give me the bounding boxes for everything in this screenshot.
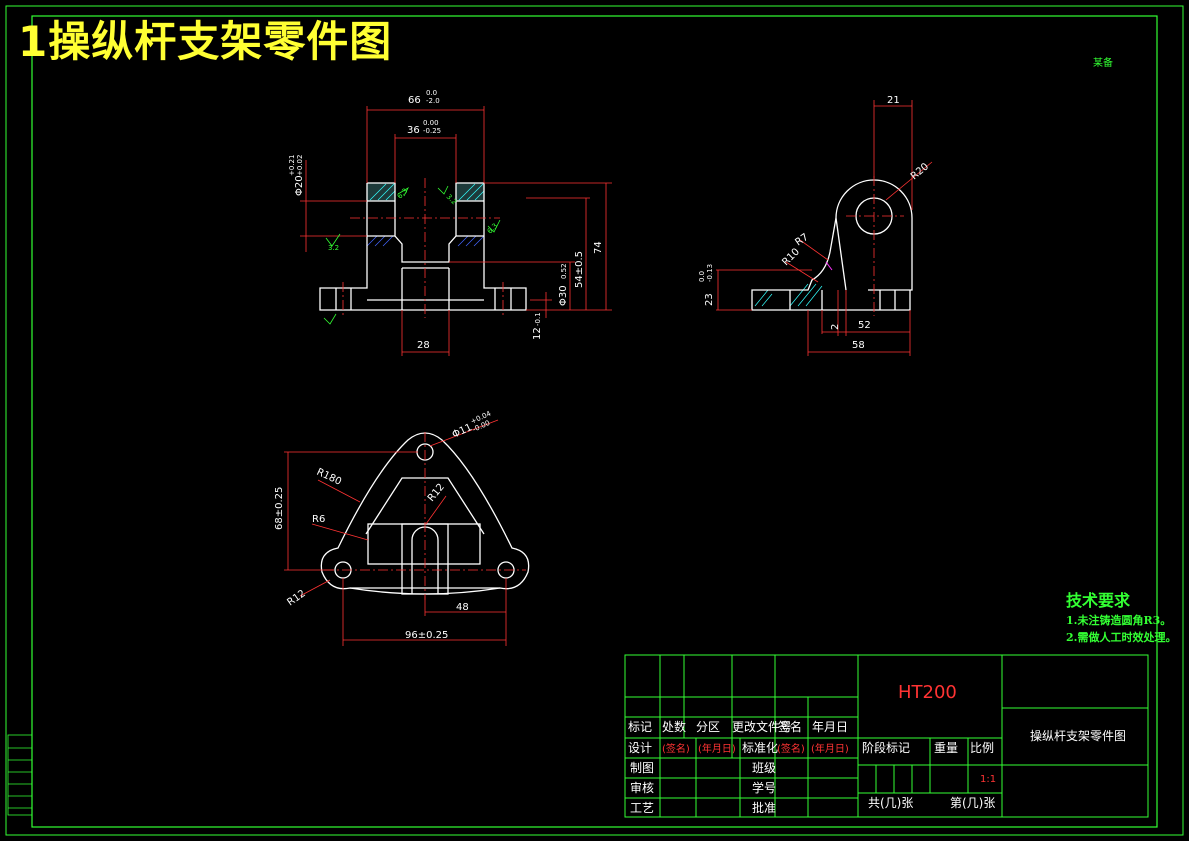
roughness-label: 3.2 xyxy=(328,244,339,252)
tb-sheet-no: 第(几)张 xyxy=(950,796,995,810)
dim-tol: -0.25 xyxy=(423,127,441,135)
dim-tol: +0.02 xyxy=(296,155,304,176)
dim-width-66: 66 xyxy=(408,95,421,106)
tb-design: (年月日) xyxy=(811,742,849,755)
tb-header: 更改文件号 xyxy=(732,719,792,734)
dim-r180: R180 xyxy=(315,467,343,488)
tech-requirement-item: 2.需做人工时效处理。 xyxy=(1066,631,1177,644)
tb-stage: 阶段标记 xyxy=(862,740,910,755)
tb-header: 签名 xyxy=(778,719,802,734)
dim-2: 2 xyxy=(830,324,841,330)
dim-dia-20: Φ20 xyxy=(294,175,305,196)
tech-requirement-item: 1.未注铸造圆角R3。 xyxy=(1066,614,1172,627)
tb-left: 审核 xyxy=(630,780,654,795)
dim-r6: R6 xyxy=(312,514,325,525)
tech-requirements: 技术要求 1.未注铸造圆角R3。 2.需做人工时效处理。 xyxy=(1066,590,1176,646)
dim-r10: R10 xyxy=(780,246,802,268)
tb-design: (年月日) xyxy=(698,742,736,755)
tb-scale: 1:1 xyxy=(980,774,996,785)
inner-frame xyxy=(31,15,1158,828)
dim-tol: -0.13 xyxy=(706,264,714,282)
dim-tol: -2.0 xyxy=(426,97,440,105)
outer-frame xyxy=(5,5,1184,836)
dim-21: 21 xyxy=(887,95,900,106)
dim-54: 54±0.5 xyxy=(574,251,585,288)
front-hatch xyxy=(366,183,485,247)
title-block xyxy=(624,654,1149,818)
dim-r12: R12 xyxy=(426,482,447,504)
dim-tol: -0.1 xyxy=(534,312,542,326)
dim-tol: 0.0 xyxy=(698,271,706,282)
tb-design: (签名) xyxy=(777,742,805,755)
tb-sheet-total: 共(几)张 xyxy=(868,796,913,810)
dim-23: 23 xyxy=(704,293,715,306)
dim-tol: +0.21 xyxy=(288,155,296,176)
dim-r12-corner: R12 xyxy=(285,588,307,608)
dim-tol: 0.00 xyxy=(423,119,439,127)
tb-stage: 比例 xyxy=(970,741,994,755)
dim-tol: 0.0 xyxy=(426,89,437,97)
margin-strip xyxy=(7,734,33,816)
tb-left: 工艺 xyxy=(630,801,654,815)
dim-68: 68±0.25 xyxy=(274,487,285,530)
dim-52: 52 xyxy=(858,320,871,331)
dim-28: 28 xyxy=(417,340,430,351)
tb-header: 年月日 xyxy=(812,720,848,734)
tb-design: 设计 xyxy=(628,741,652,755)
dim-tol: 0.52 xyxy=(560,263,568,279)
page-title: 1操纵杆支架零件图 xyxy=(18,17,393,66)
tb-mid: 批准 xyxy=(752,800,776,815)
dim-58: 58 xyxy=(852,340,865,351)
tb-stage: 重量 xyxy=(934,741,958,755)
dim-12: 12 xyxy=(532,327,543,340)
dim-96: 96±0.25 xyxy=(405,630,448,641)
roughness-label: 6.3 xyxy=(486,222,500,236)
tb-mid: 班级 xyxy=(752,761,776,775)
dim-dia-11: Φ11 xyxy=(451,422,474,441)
top-view: Φ11 +0.04 -0.00 R180 R12 R6 68±0.25 R12 … xyxy=(274,409,530,646)
tb-header: 处数 xyxy=(662,719,686,734)
tb-design: (签名) xyxy=(662,742,690,755)
tb-mid: 学号 xyxy=(752,780,776,795)
tb-header: 标记 xyxy=(628,720,652,734)
material-label: HT200 xyxy=(898,682,957,703)
tb-design: 标准化 xyxy=(742,741,778,755)
tech-requirements-title: 技术要求 xyxy=(1066,591,1131,610)
dim-74: 74 xyxy=(593,241,604,254)
part-name-label: 操纵杆支架零件图 xyxy=(1030,728,1126,743)
side-view: 21 R20 R7 R10 23 0.0 -0.13 2 52 58 xyxy=(698,95,933,356)
tb-left: 制图 xyxy=(630,761,654,775)
front-view: 6.3 3.2 3.2 6.3 66 36 0.0 -2.0 0.00 -0.2… xyxy=(288,89,612,356)
signature-mark: 某备 xyxy=(1093,58,1113,69)
dim-48: 48 xyxy=(456,602,469,613)
dim-width-36: 36 xyxy=(407,125,420,136)
tb-header: 分区 xyxy=(696,720,720,734)
dim-dia-30: Φ30 xyxy=(558,285,569,306)
